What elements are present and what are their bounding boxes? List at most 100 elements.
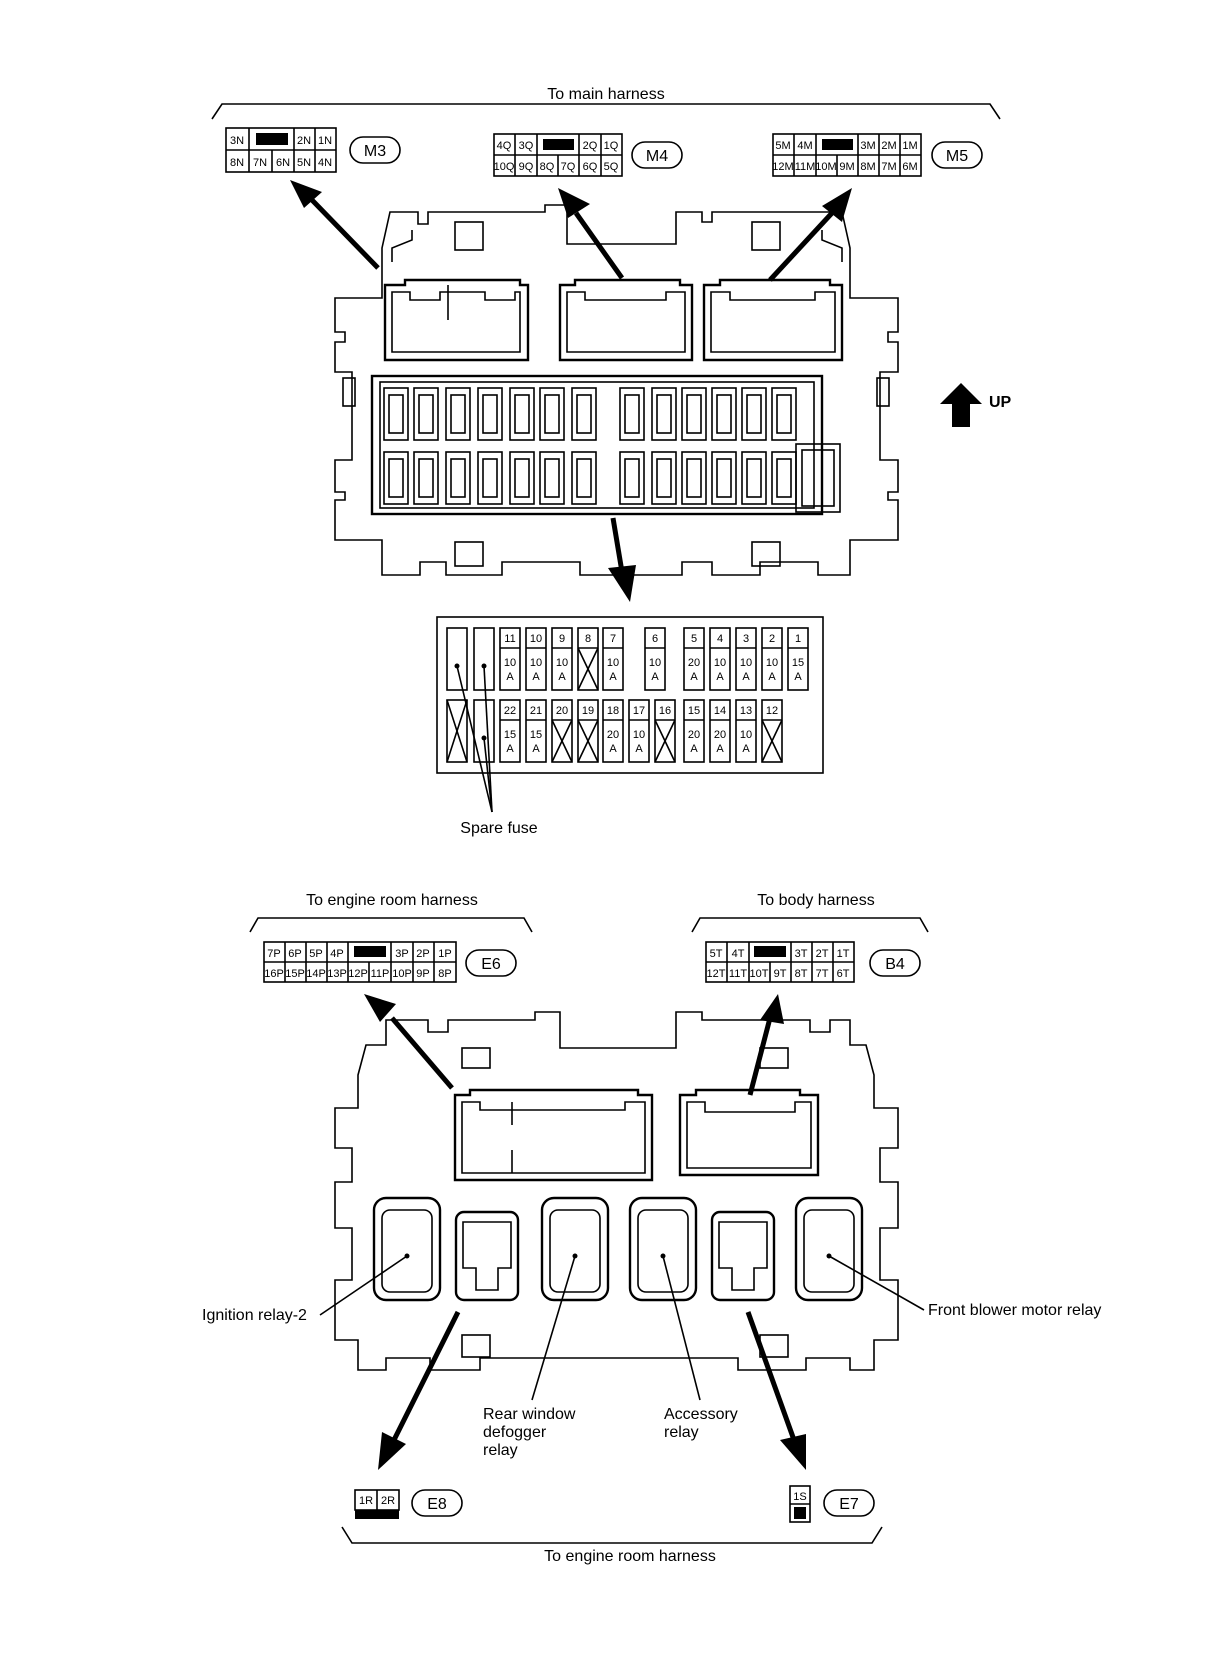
relay-socket <box>710 1210 776 1302</box>
pin-label: 11P <box>371 968 390 980</box>
up-arrow-icon <box>940 383 982 427</box>
relay-labels: Ignition relay-2 Front blower motor rela… <box>202 1255 1101 1459</box>
fuse-number: 6 <box>652 633 658 645</box>
pin-label: 11T <box>729 968 747 980</box>
pin-label: 7Q <box>561 161 576 173</box>
arrow-head <box>558 188 590 218</box>
pin-label: 13P <box>327 968 347 980</box>
pin-label: 2M <box>881 140 896 152</box>
to-engine-room-harness-bottom-label: To engine room harness <box>544 1548 716 1565</box>
fuse-slot <box>651 451 677 505</box>
fuse-slot <box>571 451 597 505</box>
pin-label: 1M <box>902 140 917 152</box>
connector-e8: 1R 2R E8 <box>354 1489 463 1519</box>
fuse-slot <box>445 387 471 441</box>
fuse-slot-inner <box>482 458 498 498</box>
pin-label: 14P <box>306 968 326 980</box>
fuse-unit: A <box>794 671 802 683</box>
fuse-slot-inner <box>544 458 560 498</box>
fuse-number: 2 <box>769 633 775 645</box>
fuse-amps: 10 <box>530 657 542 669</box>
fuse-slot <box>539 451 565 505</box>
connector-key-block <box>256 133 288 145</box>
empty-slot-cross <box>577 719 599 763</box>
accessory-relay-socket <box>628 1196 698 1302</box>
pin-label: 15P <box>285 968 305 980</box>
fuse-unit: A <box>609 671 617 683</box>
fuse-number: 5 <box>691 633 697 645</box>
ignition-relay-2-socket <box>372 1196 442 1302</box>
fuse-amps: 10 <box>556 657 568 669</box>
pin-label: 11M <box>795 161 816 173</box>
pin-label: 3Q <box>519 140 534 152</box>
fuse-cell: 12 <box>761 699 783 763</box>
fuse-slot <box>477 451 503 505</box>
fuse-number: 3 <box>743 633 749 645</box>
fuse-number: 20 <box>556 705 568 717</box>
fuse-unit: A <box>716 671 724 683</box>
fuse-slot <box>445 451 471 505</box>
connector-id: M5 <box>946 148 968 165</box>
fuse-number: 7 <box>610 633 616 645</box>
spare-fuse-slot <box>473 699 495 763</box>
fuse-number: 10 <box>530 633 542 645</box>
fuse-unit: A <box>532 671 540 683</box>
ignition-relay-2-label: Ignition relay-2 <box>202 1307 307 1324</box>
fuse-slot-inner <box>514 458 530 498</box>
fuse-amps: 20 <box>714 729 726 741</box>
accessory-relay-label: relay <box>664 1424 699 1441</box>
empty-slot-cross <box>654 719 676 763</box>
fuse-unit: A <box>716 743 724 755</box>
fuse-slot-inner <box>418 394 434 434</box>
pin-label: 2R <box>381 1495 395 1507</box>
fuse-amps: 20 <box>688 657 700 669</box>
fuse-slot-inner <box>746 394 762 434</box>
fuse-number: 4 <box>717 633 723 645</box>
fuse-slot <box>711 387 737 441</box>
fuse-number: 18 <box>607 705 619 717</box>
connector-key-block <box>543 139 574 150</box>
pointer-arrows-top <box>290 180 852 602</box>
fuse-amps: 10 <box>766 657 778 669</box>
connector-id: M3 <box>364 143 386 160</box>
fuse-number: 8 <box>585 633 591 645</box>
fuse-slot-inner <box>686 394 702 434</box>
fuse-table: Spare fuse <box>436 616 824 837</box>
pin-label: 1P <box>438 948 451 960</box>
fuse-number: 9 <box>559 633 565 645</box>
fuse-slot-inner <box>418 458 434 498</box>
fuse-slot <box>681 387 707 441</box>
connector-id: E8 <box>427 1496 447 1513</box>
pin-label: 2P <box>416 948 429 960</box>
pin-label: 7T <box>816 968 829 980</box>
fuse-slot-inner <box>656 458 672 498</box>
up-indicator: UP <box>940 383 1012 427</box>
fuse-amps: 15 <box>504 729 516 741</box>
fuse-amps: 15 <box>530 729 542 741</box>
arrow-head <box>608 565 636 602</box>
connector-key-block <box>794 1507 806 1519</box>
fuse-slot <box>619 451 645 505</box>
fuse-slot-inner <box>624 394 640 434</box>
front-blower-motor-relay-socket <box>794 1196 864 1302</box>
pin-label: 8N <box>230 157 244 169</box>
pin-label: 12T <box>707 968 726 980</box>
fuse-slot-inner <box>576 394 592 434</box>
fuse-slot-inner <box>482 394 498 434</box>
rear-window-defogger-relay-label: defogger <box>483 1424 547 1441</box>
fuse-unit: A <box>558 671 566 683</box>
fuse-slot <box>741 451 767 505</box>
empty-slot-cross <box>577 647 599 691</box>
fuse-amps: 10 <box>714 657 726 669</box>
pin-label: 5T <box>710 948 723 960</box>
front-blower-motor-relay-label: Front blower motor relay <box>928 1302 1101 1319</box>
accessory-relay-label: Accessory <box>664 1406 738 1423</box>
fuse-slot-inner <box>776 458 792 498</box>
fuse-cell: 4 10A <box>709 627 731 691</box>
arrow-head <box>290 180 322 208</box>
fuse-slot <box>571 387 597 441</box>
engine-room-harness-bracket-top: To engine room harness <box>249 892 533 933</box>
